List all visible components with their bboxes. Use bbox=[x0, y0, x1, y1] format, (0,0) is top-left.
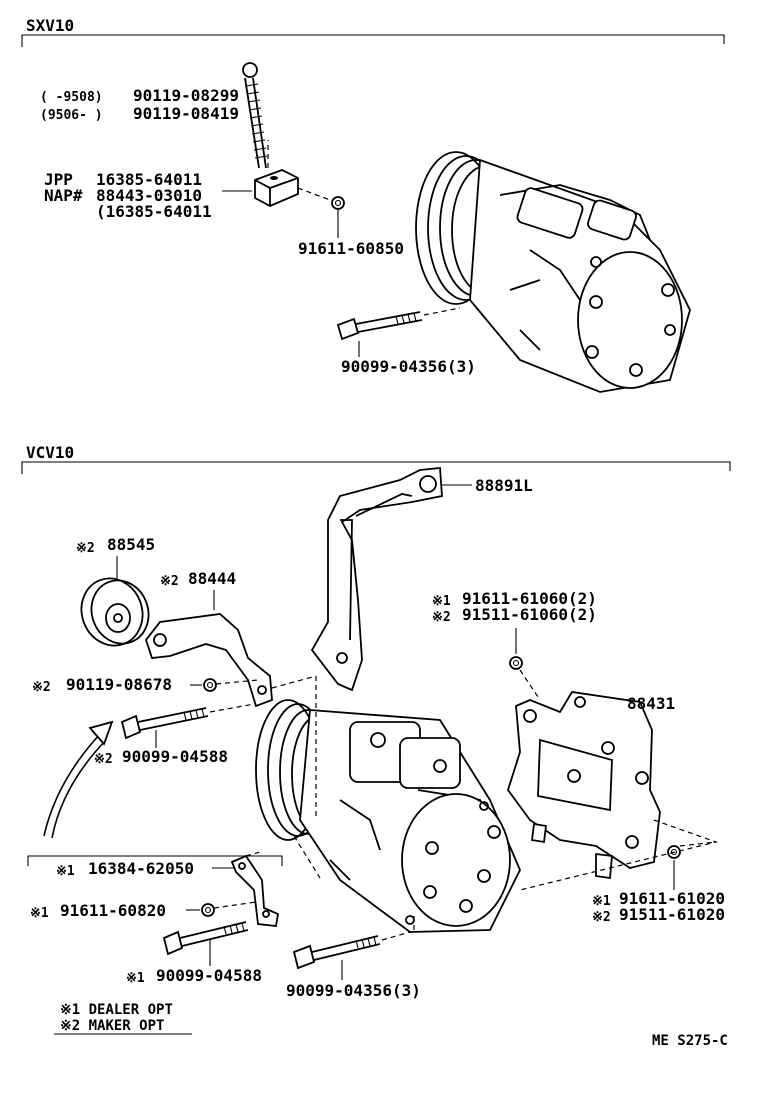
dealer-opt-bracket bbox=[27, 855, 283, 866]
dealer-stud-mark: ※1 bbox=[126, 971, 145, 986]
stud-bolt-icon-top bbox=[336, 311, 423, 341]
idler-bolt-part-number: 90119-08678 bbox=[66, 675, 172, 694]
nap-prefix: NAP# bbox=[44, 186, 83, 205]
nut-mark-1: ※1 bbox=[432, 594, 451, 609]
dealer-bracket-icon bbox=[230, 854, 280, 927]
top-section-bracket bbox=[21, 34, 725, 47]
bottom-section-bracket bbox=[21, 461, 731, 474]
idler-bracket-icon bbox=[144, 613, 273, 708]
right-nut-mark-2: ※2 bbox=[592, 910, 611, 925]
nut-icon-upper-right bbox=[509, 656, 523, 670]
dealer-stud-part-number: 90099-04588 bbox=[156, 966, 262, 985]
dealer-nut-icon bbox=[201, 903, 215, 917]
right-nut-mark-1: ※1 bbox=[592, 894, 611, 909]
compressor-stud-icon-bottom bbox=[292, 935, 381, 970]
dash-nut-upper bbox=[519, 669, 541, 701]
diagram-code: ME S275-C bbox=[652, 1033, 728, 1049]
mount-bracket-part-number: 88431 bbox=[627, 694, 675, 713]
dealer-nut-mark: ※1 bbox=[30, 906, 49, 921]
dash-compressor-stud bbox=[381, 914, 415, 941]
legend-dealer-opt: ※1 DEALER OPT bbox=[60, 1002, 173, 1018]
idler-bolt-icon bbox=[203, 678, 217, 692]
stud-part-number: 90099-04356(3) bbox=[341, 357, 476, 376]
nut-part-number-1: 91611-61060(2) bbox=[462, 589, 597, 608]
idler-pulley-mark: ※2 bbox=[76, 541, 95, 556]
idler-stud-mark: ※2 bbox=[94, 752, 113, 767]
nut-mark-2: ※2 bbox=[432, 610, 451, 625]
dash-idler-stud bbox=[209, 703, 255, 713]
idler-stud-part-number: 90099-04588 bbox=[122, 747, 228, 766]
legend-maker-opt: ※2 MAKER OPT bbox=[60, 1018, 164, 1034]
nap-part-number: 88443-03010 bbox=[96, 186, 202, 205]
dash-idler-bolt bbox=[215, 675, 317, 689]
idler-stud-icon bbox=[120, 707, 209, 740]
idler-pulley-part-number: 88545 bbox=[107, 535, 155, 554]
top-section: SXV10 ( -9508) 90119-08299 (9506- ) 9011… bbox=[21, 16, 725, 393]
direction-arrow-icon bbox=[43, 720, 114, 839]
dash-stud-to-compressor bbox=[423, 307, 461, 316]
dash-right-nut bbox=[519, 819, 719, 891]
dash-dealer-nut bbox=[213, 901, 257, 909]
idler-bracket-mark: ※2 bbox=[160, 574, 179, 589]
nut-icon-top bbox=[331, 196, 345, 210]
dash-compressor-left bbox=[293, 676, 321, 879]
dealer-bracket-part-number: 16384-62050 bbox=[88, 859, 194, 878]
idler-bracket-part-number: 88444 bbox=[188, 569, 236, 588]
compressor-stud-part-number: 90099-04356(3) bbox=[286, 981, 421, 1000]
spacer-block-icon bbox=[254, 169, 299, 207]
upper-bracket-part-number: 88891L bbox=[475, 476, 533, 495]
compressor-icon-bottom bbox=[255, 699, 521, 933]
dash-dealer-bracket bbox=[245, 851, 261, 857]
section-title-sxv10: SXV10 bbox=[26, 16, 74, 35]
dealer-nut-part-number: 91611-60820 bbox=[60, 901, 166, 920]
bottom-section: VCV10 88891L ※2 88545 ※2 88444 bbox=[21, 443, 731, 1049]
jpp-part-number: 16385-64011 bbox=[96, 170, 202, 189]
adjust-bolt-icon bbox=[242, 62, 268, 169]
compressor-icon-top bbox=[415, 151, 691, 393]
dealer-stud-icon bbox=[162, 921, 249, 956]
bolt-part-number-2: 90119-08419 bbox=[133, 104, 239, 123]
dash-block-to-nut bbox=[297, 187, 331, 201]
idler-bolt-mark: ※2 bbox=[32, 680, 51, 695]
upper-bracket-icon bbox=[310, 467, 443, 692]
bolt-range-1: ( -9508) bbox=[40, 90, 103, 105]
jpp-prefix: JPP bbox=[44, 170, 73, 189]
nut-part-number: 91611-60850 bbox=[298, 239, 404, 258]
right-nut-part-number-2: 91511-61020 bbox=[619, 905, 725, 924]
section-title-vcv10: VCV10 bbox=[26, 443, 74, 462]
bolt-part-number-1: 90119-08299 bbox=[133, 86, 239, 105]
right-nut-part-number-1: 91611-61020 bbox=[619, 889, 725, 908]
nap-alt-part-number: (16385-64011 bbox=[96, 202, 212, 221]
nut-part-number-2: 91511-61060(2) bbox=[462, 605, 597, 624]
bolt-range-2: (9506- ) bbox=[40, 108, 103, 123]
mount-bracket-icon bbox=[507, 691, 661, 880]
idler-pulley-icon bbox=[80, 577, 150, 647]
dealer-bracket-mark: ※1 bbox=[56, 864, 75, 879]
